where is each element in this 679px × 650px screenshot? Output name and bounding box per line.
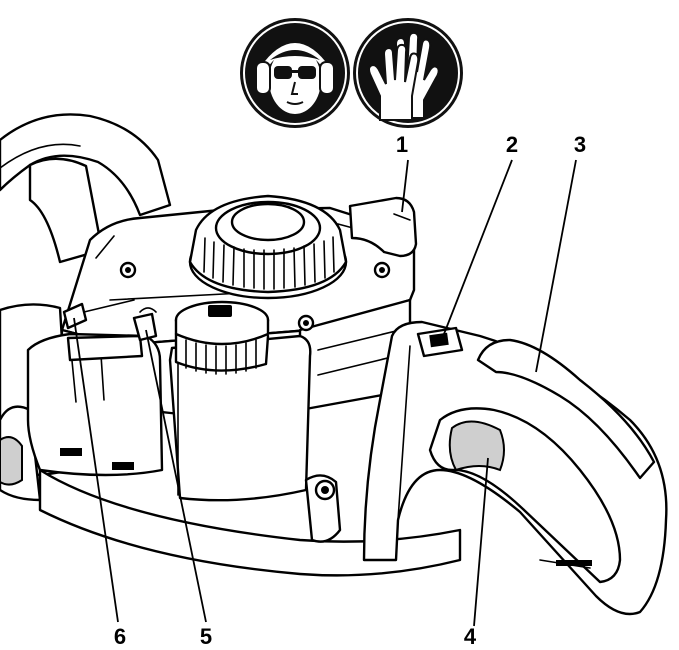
callout-6: 6	[114, 624, 126, 649]
rear-handle	[362, 320, 668, 616]
ear-and-eye-protection-icon	[240, 18, 350, 128]
choke-lever	[62, 299, 135, 330]
starter-housing	[188, 194, 348, 300]
top-handle-bar	[0, 113, 172, 264]
fuel-tank	[168, 334, 312, 502]
engine-base	[38, 468, 462, 577]
leader-lines	[73, 159, 577, 627]
primer-bulb	[132, 307, 158, 342]
fuel-cap	[174, 300, 270, 375]
stop-switch	[416, 326, 464, 358]
callout-2: 2	[506, 132, 518, 157]
protective-gloves-icon	[353, 18, 463, 128]
callout-4: 4	[464, 624, 477, 649]
callout-3: 3	[574, 132, 586, 157]
starter-handle	[337, 196, 418, 258]
air-filter-cover	[26, 332, 164, 477]
callout-5: 5	[200, 624, 212, 649]
callout-1: 1	[396, 132, 408, 157]
